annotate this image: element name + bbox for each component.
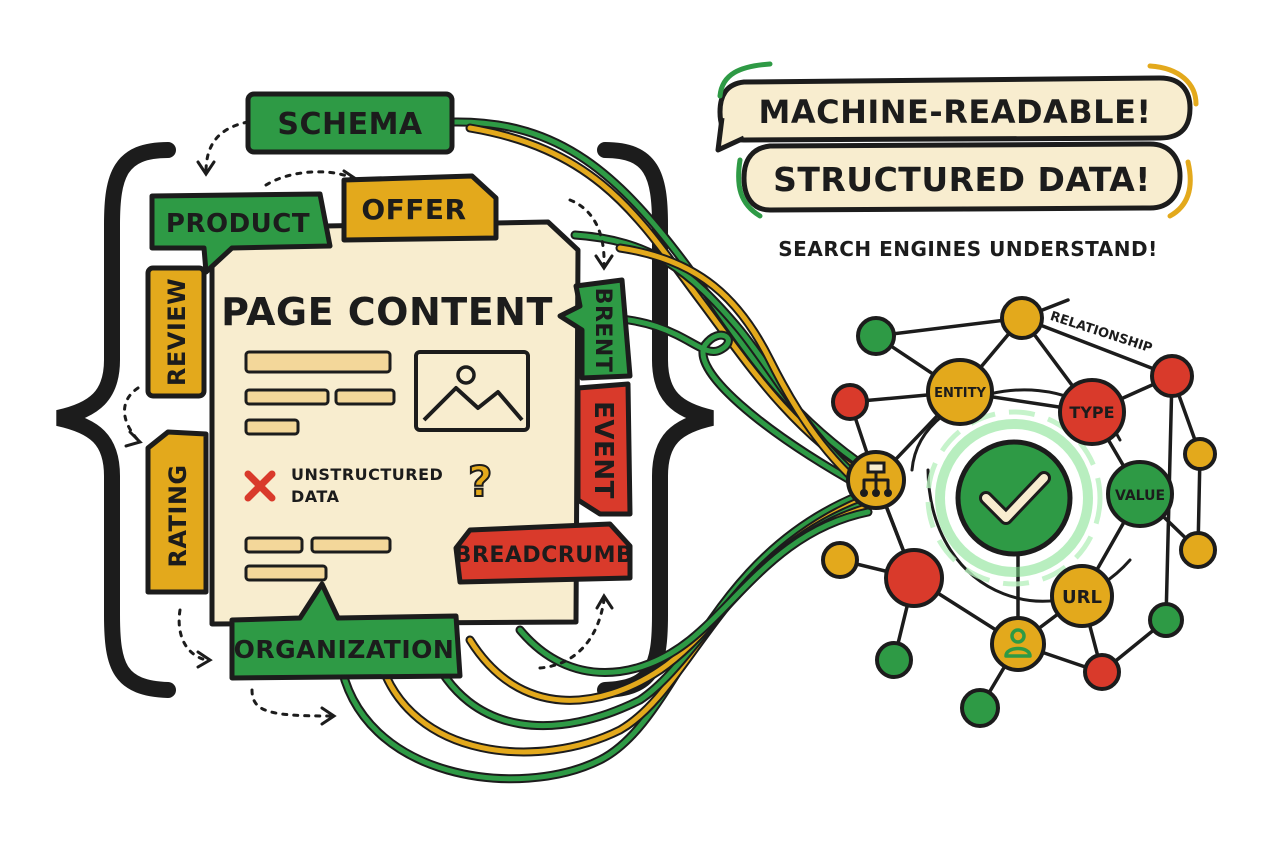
graph-node-value	[1106, 460, 1174, 528]
graph-node	[884, 548, 944, 608]
graph-label-value: VALUE	[1115, 488, 1165, 504]
tag-brent: BRENT	[557, 277, 633, 381]
tag-schema-label: SCHEMA	[277, 107, 423, 142]
graph-node-person	[990, 616, 1046, 672]
check-glow-outer	[925, 409, 1103, 587]
text-placeholder-line	[244, 350, 392, 374]
tag-product-label: PRODUCT	[166, 209, 310, 239]
unstructured-label: UNSTRUCTURED	[291, 465, 443, 484]
tag-rating: RATING	[145, 429, 209, 595]
arrowheads	[124, 160, 614, 726]
tag-review-label: REVIEW	[163, 278, 191, 386]
page-content-title: PAGE CONTENT	[221, 290, 553, 334]
text-placeholder-line	[244, 564, 328, 582]
graph-label-url: URL	[1062, 587, 1102, 608]
image-icon	[414, 350, 530, 432]
graph-node	[1000, 296, 1044, 340]
x-icon	[244, 470, 276, 502]
question-icon: ?	[468, 457, 492, 506]
tag-brent-label: BRENT	[590, 288, 615, 373]
tag-organization: ORGANIZATION	[229, 581, 463, 681]
headline-line-1: MACHINE-READABLE!	[758, 93, 1151, 131]
text-placeholder-line	[244, 388, 330, 406]
page-content-document: PAGE CONTENT UNSTRUCTURED DATA ?	[209, 219, 581, 627]
text-placeholder-line	[310, 536, 392, 554]
tag-organization-label: ORGANIZATION	[234, 635, 455, 664]
tag-breadcrumb-label: BREADCRUMB	[455, 543, 634, 568]
tag-review: REVIEW	[145, 265, 207, 399]
graph-node	[821, 541, 859, 579]
text-placeholder-line	[244, 536, 304, 554]
check-glow	[935, 419, 1093, 577]
graph-nodes	[821, 296, 1217, 728]
left-curly-brace	[56, 142, 176, 698]
headline-accents	[717, 61, 1199, 219]
graph-label-entity: ENTITY	[934, 386, 986, 401]
tag-rating-label: RATING	[164, 464, 192, 567]
graph-node	[1179, 531, 1217, 569]
graph-node	[960, 688, 1000, 728]
headline-line-2: STRUCTURED DATA!	[773, 160, 1151, 199]
graph-node	[1148, 602, 1184, 638]
cable-bundle	[335, 117, 875, 784]
headline-bubble-2: STRUCTURED DATA!	[741, 141, 1183, 213]
tag-offer-label: OFFER	[361, 193, 466, 226]
graph-node-entity	[926, 358, 994, 426]
tag-event-label: EVENT	[588, 401, 618, 499]
graph-node-check	[955, 439, 1073, 557]
graph-node-type	[1058, 378, 1126, 446]
graph-node	[856, 316, 896, 356]
dotted-arrows	[123, 120, 606, 718]
tag-offer: OFFER	[341, 173, 499, 243]
headline-subtitle: SEARCH ENGINES UNDERSTAND!	[778, 237, 1157, 261]
tag-breadcrumb: BREADCRUMB	[453, 521, 634, 585]
text-placeholder-line	[334, 388, 396, 406]
graph-node	[831, 383, 869, 421]
graph-label-type: TYPE	[1069, 403, 1114, 422]
graph-node	[1183, 437, 1217, 471]
tag-event: EVENT	[575, 381, 633, 517]
graph-node	[1150, 354, 1194, 398]
unstructured-label-2: DATA	[291, 487, 340, 506]
graph-node	[1083, 653, 1121, 691]
headline-bubble-1: MACHINE-READABLE!	[715, 75, 1193, 153]
text-placeholder-line	[244, 418, 300, 436]
person-icon	[1004, 628, 1032, 658]
tag-schema: SCHEMA	[245, 91, 455, 155]
tag-product: PRODUCT	[149, 191, 333, 275]
graph-node	[875, 641, 913, 679]
sitemap-icon	[860, 461, 892, 497]
graph-node-url	[1050, 564, 1114, 628]
